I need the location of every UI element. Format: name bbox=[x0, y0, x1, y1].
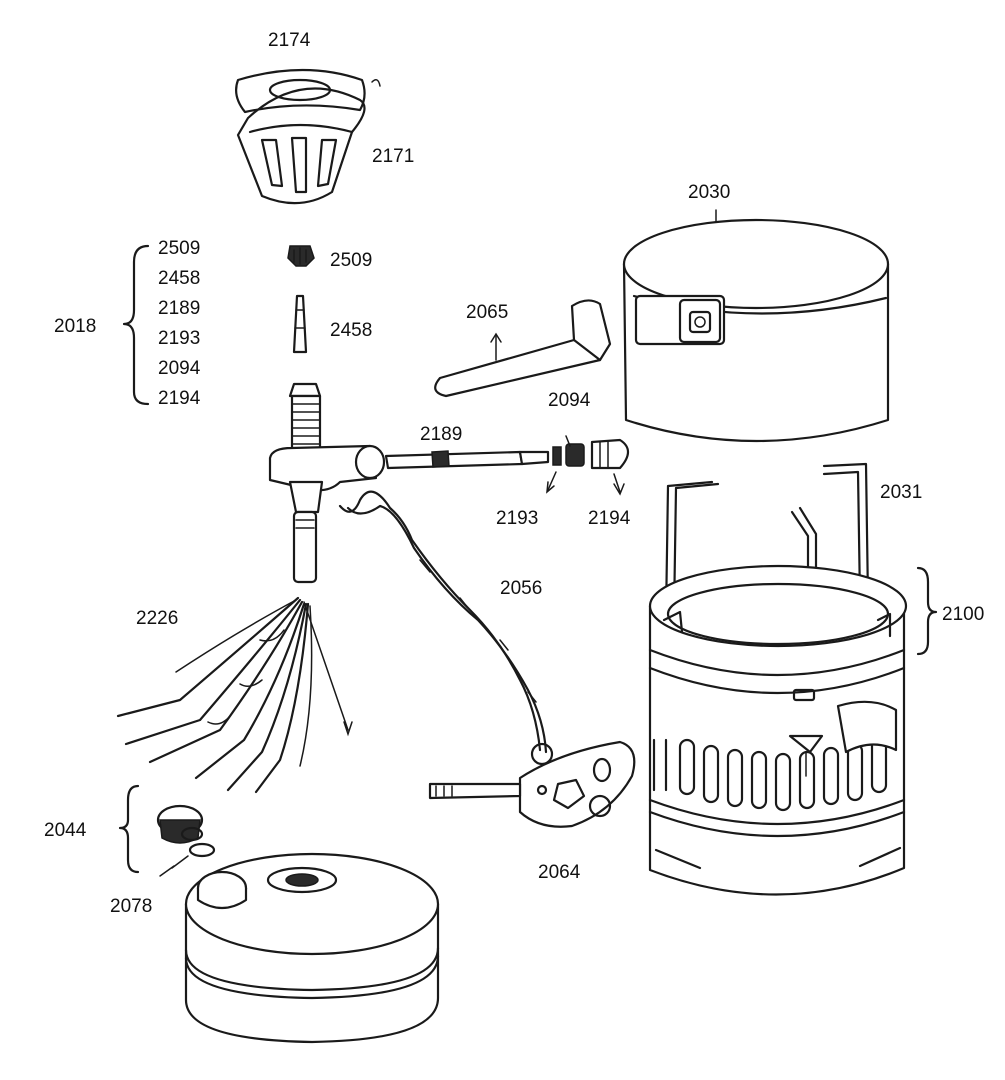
label-2018: 2018 bbox=[54, 316, 96, 337]
brace-2018 bbox=[122, 244, 150, 406]
jet-pin bbox=[292, 294, 308, 354]
multi-tool bbox=[428, 740, 636, 828]
label-2056: 2056 bbox=[500, 578, 542, 599]
fuel-tank bbox=[184, 852, 440, 1044]
wire-cable bbox=[338, 490, 554, 766]
nozzle-nut bbox=[287, 245, 315, 267]
label-2194: 2194 bbox=[588, 508, 631, 529]
label-2189: 2189 bbox=[420, 424, 462, 445]
fuel-wick bbox=[116, 596, 353, 794]
group-item-2193: 2193 bbox=[158, 328, 200, 349]
group-item-2189: 2189 bbox=[158, 298, 200, 319]
burner-valve-body bbox=[268, 382, 386, 584]
label-2458: 2458 bbox=[330, 320, 372, 341]
label-2174: 2174 bbox=[268, 30, 311, 51]
brace-2044 bbox=[118, 784, 140, 874]
control-spindle bbox=[384, 438, 630, 470]
windscreen-base bbox=[648, 564, 908, 896]
group-item-2094: 2094 bbox=[158, 358, 201, 379]
leader-lines bbox=[159, 435, 625, 877]
label-2078: 2078 bbox=[110, 896, 152, 917]
brace-2100 bbox=[916, 566, 938, 656]
label-2509: 2509 bbox=[330, 250, 372, 271]
label-2171: 2171 bbox=[372, 146, 414, 167]
group-item-2509: 2509 bbox=[158, 238, 200, 259]
pot-handle bbox=[434, 299, 612, 398]
label-2064: 2064 bbox=[538, 862, 581, 883]
windscreen-cup bbox=[235, 68, 381, 205]
label-2094: 2094 bbox=[548, 390, 591, 411]
cooking-pot bbox=[622, 209, 890, 443]
group-item-2194: 2194 bbox=[158, 388, 201, 409]
label-2031: 2031 bbox=[880, 482, 922, 503]
label-2226: 2226 bbox=[136, 608, 178, 629]
label-2100: 2100 bbox=[942, 604, 984, 625]
label-2030: 2030 bbox=[688, 182, 730, 203]
group-item-2458: 2458 bbox=[158, 268, 200, 289]
label-2065: 2065 bbox=[466, 302, 508, 323]
filler-cap bbox=[156, 804, 216, 869]
label-2044: 2044 bbox=[44, 820, 87, 841]
label-2193: 2193 bbox=[496, 508, 538, 529]
